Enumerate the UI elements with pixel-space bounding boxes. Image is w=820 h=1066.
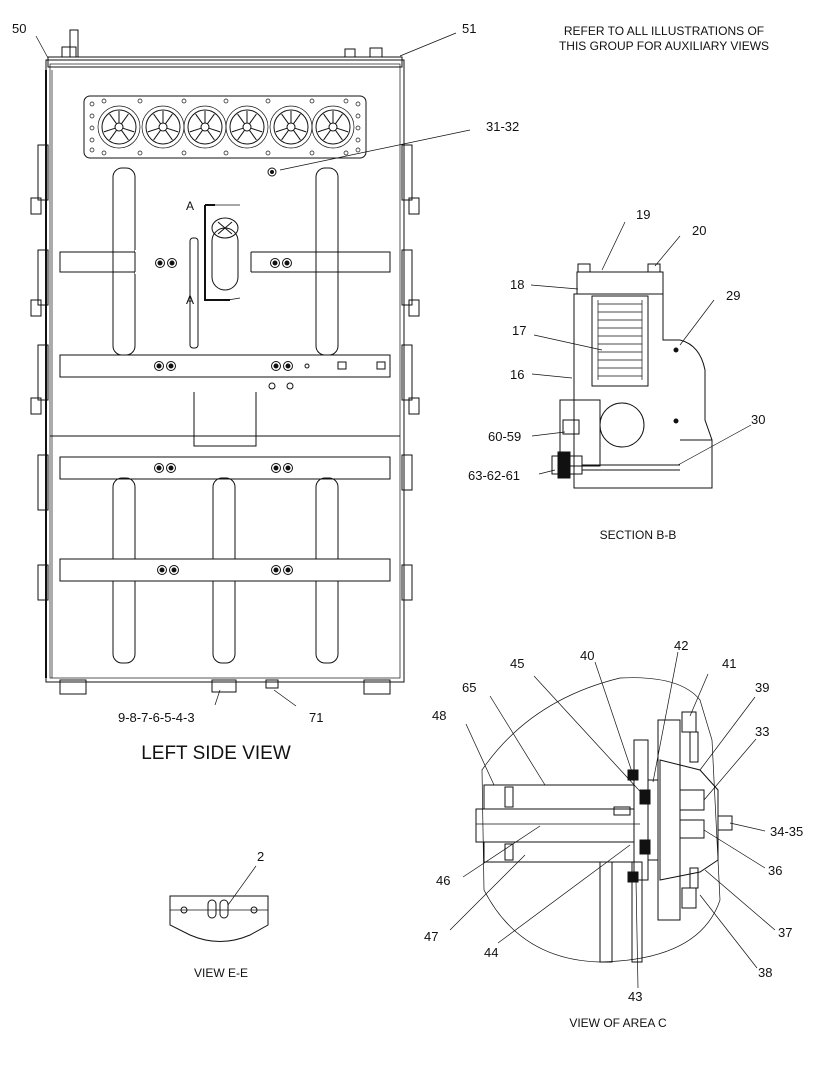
callout-16: 16 — [510, 367, 524, 382]
callout-36: 36 — [768, 863, 782, 878]
callout-48: 48 — [432, 708, 446, 723]
callout-65: 65 — [462, 680, 476, 695]
callout-38: 38 — [758, 965, 772, 980]
callout-20: 20 — [692, 223, 706, 238]
vent-screw — [267, 167, 277, 177]
left-hinges — [30, 144, 49, 601]
section-a-label-top: A — [186, 199, 194, 213]
view-area-c-caption: VIEW OF AREA C — [569, 1016, 667, 1030]
callout-45: 45 — [510, 656, 524, 671]
callout-42: 42 — [674, 638, 688, 653]
callout-34-35: 34-35 — [770, 824, 803, 839]
callout-41: 41 — [722, 656, 736, 671]
callout-37: 37 — [778, 925, 792, 940]
cabinet-top-cap — [47, 56, 403, 68]
note-line-1: REFER TO ALL ILLUSTRATIONS OF — [564, 24, 764, 38]
callout-51: 51 — [462, 21, 476, 36]
actuator-assembly — [189, 204, 241, 349]
callout-46: 46 — [436, 873, 450, 888]
horizontal-band-3 — [59, 456, 391, 480]
horizontal-band-2 — [59, 354, 391, 378]
left-view-leaders — [35, 32, 471, 707]
callout-30: 30 — [751, 412, 765, 427]
section-bb: 19 20 18 29 17 16 30 60-59 63-62-61 SECT… — [468, 207, 765, 542]
right-hinges — [401, 144, 420, 601]
fan-grille — [83, 95, 367, 159]
callout-63-62-61: 63-62-61 — [468, 468, 520, 483]
view-area-c: 40 42 45 41 65 39 48 33 34-35 46 36 47 4… — [424, 638, 803, 1030]
callout-29: 29 — [726, 288, 740, 303]
note-text: REFER TO ALL ILLUSTRATIONS OF THIS GROUP… — [559, 24, 769, 53]
view-ee-caption: VIEW E-E — [194, 966, 248, 980]
horizontal-band-4 — [59, 558, 391, 582]
callout-18: 18 — [510, 277, 524, 292]
callout-19: 19 — [636, 207, 650, 222]
callout-39: 39 — [755, 680, 769, 695]
left-side-view-title: LEFT SIDE VIEW — [141, 743, 291, 764]
section-a-label-bottom: A — [186, 293, 194, 307]
view-ee: 2 VIEW E-E — [169, 849, 269, 980]
callout-50: 50 — [12, 21, 26, 36]
callout-17: 17 — [512, 323, 526, 338]
callout-60-59: 60-59 — [488, 429, 521, 444]
callout-9-3: 9-8-7-6-5-4-3 — [118, 710, 195, 725]
left-side-view: A A — [12, 21, 519, 764]
callout-31-32: 31-32 — [486, 119, 519, 134]
callout-33: 33 — [755, 724, 769, 739]
callout-2: 2 — [257, 849, 264, 864]
callout-71: 71 — [309, 710, 323, 725]
callout-40: 40 — [580, 648, 594, 663]
callout-44: 44 — [484, 945, 498, 960]
cabinet-feet — [59, 679, 391, 695]
section-bb-caption: SECTION B-B — [600, 528, 677, 542]
center-channel — [193, 392, 257, 447]
callout-43: 43 — [628, 989, 642, 1004]
cabinet-outline — [45, 59, 405, 683]
note-line-2: THIS GROUP FOR AUXILIARY VIEWS — [559, 39, 769, 53]
callout-47: 47 — [424, 929, 438, 944]
